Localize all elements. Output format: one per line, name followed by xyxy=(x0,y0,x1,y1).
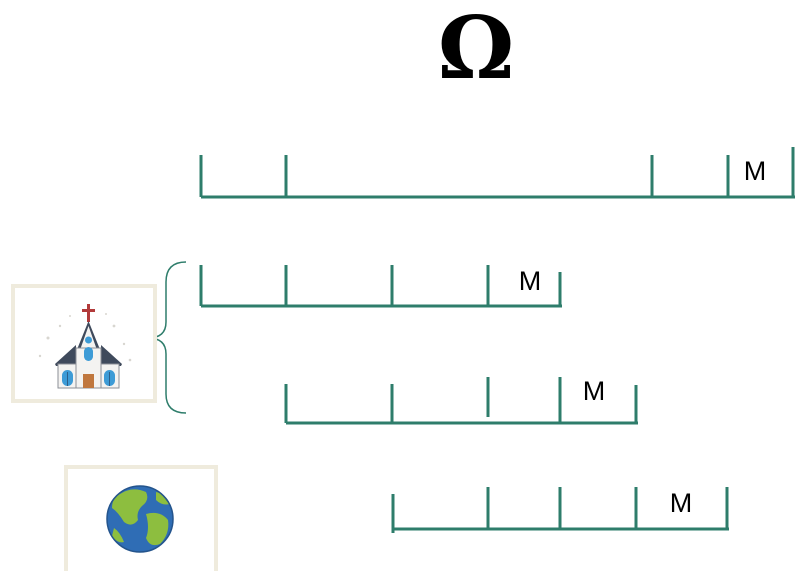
timeline-4-marker-label: M xyxy=(670,488,693,518)
church-icon xyxy=(11,284,157,403)
timeline-4 xyxy=(391,487,729,533)
timeline-2-marker-label: M xyxy=(519,266,542,296)
timeline-2 xyxy=(199,265,562,308)
timeline-1 xyxy=(199,147,795,199)
timeline-3-marker-label: M xyxy=(583,376,606,406)
globe-icon xyxy=(64,465,218,571)
timeline-3 xyxy=(284,377,638,425)
timeline-1-marker-label: M xyxy=(744,156,767,186)
omega-symbol: Ω xyxy=(438,0,515,99)
